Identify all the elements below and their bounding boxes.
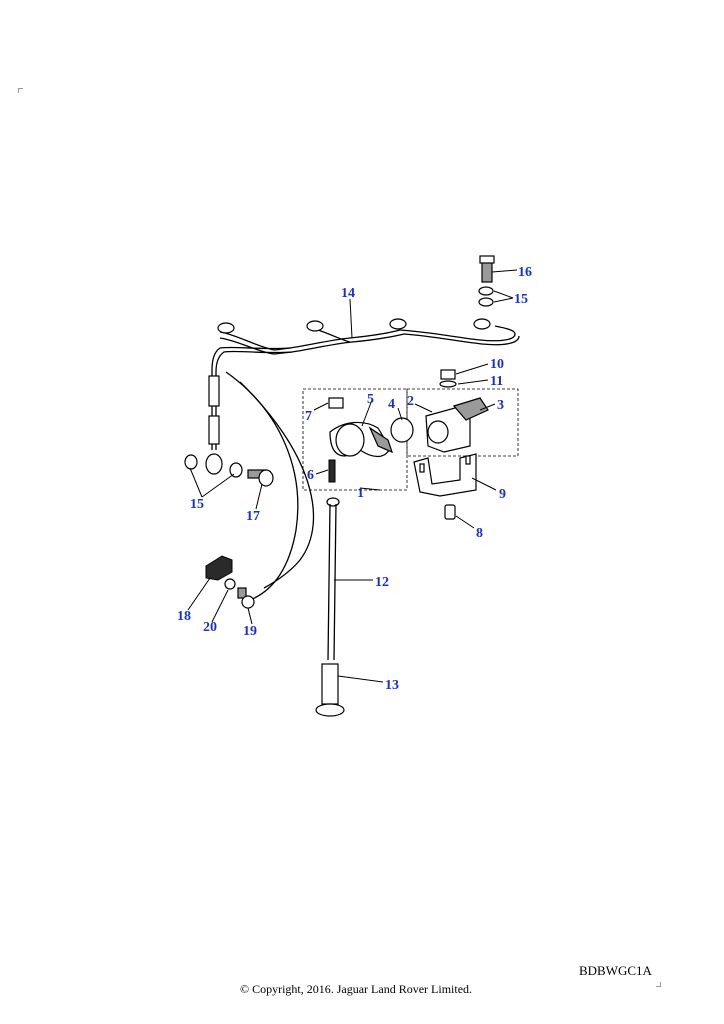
nut-10 [440,369,456,380]
callout-13: 13 [385,678,399,693]
leader-lines [187,269,518,683]
callout-16: 16 [518,265,532,280]
pedestal-2 [425,405,471,453]
washer-15-left-a [184,454,198,470]
callout-12: 12 [375,575,389,590]
bush-4 [390,417,414,443]
stud-6 [328,459,336,483]
bracket-slot-a [419,463,425,473]
callout-17: 17 [246,509,260,524]
callout-7: 7 [305,409,312,424]
ferrule-8 [444,504,456,520]
callout-19: 19 [243,624,257,639]
wiring-harness [205,318,520,475]
copyright-notice: © Copyright, 2016. Jaguar Land Rover Lim… [239,982,473,996]
callout-1: 1 [357,486,364,501]
callout-6: 6 [307,468,314,483]
callout-3: 3 [497,398,504,413]
washer-15-left-b [229,462,243,478]
bracket-slot-b [465,455,471,465]
callout-11: 11 [490,374,503,389]
washer-15-top-b [478,297,494,307]
harness-route-line-2 [239,381,314,589]
callout-15-left: 15 [190,497,204,512]
nut-7 [328,397,344,409]
callout-5: 5 [367,392,374,407]
assembly-box-1 [302,388,408,491]
callout-4: 4 [388,397,395,412]
callout-2: 2 [407,394,414,409]
callout-20: 20 [203,620,217,635]
push-rod-12 [326,497,340,661]
bolt-19 [237,587,255,609]
sleeve-13 [315,663,345,717]
callout-14: 14 [341,286,355,301]
callout-18: 18 [177,609,191,624]
bolt-17 [247,469,274,487]
washer-20 [224,578,236,590]
crop-mark-top-left [18,88,23,93]
washer-11 [439,380,457,388]
bolt-16 [479,255,495,283]
callout-8: 8 [476,526,483,541]
rocker-arm-5 [329,421,393,458]
callout-9: 9 [499,487,506,502]
callout-10: 10 [490,357,504,372]
washer-15-top-a [478,286,494,296]
diagram-reference-code: BDBWGC1A [579,963,652,978]
rocker-arm-3 [452,397,489,421]
crop-mark-bottom-right [656,982,661,987]
clip-18 [205,555,233,581]
callout-15-top: 15 [514,292,528,307]
